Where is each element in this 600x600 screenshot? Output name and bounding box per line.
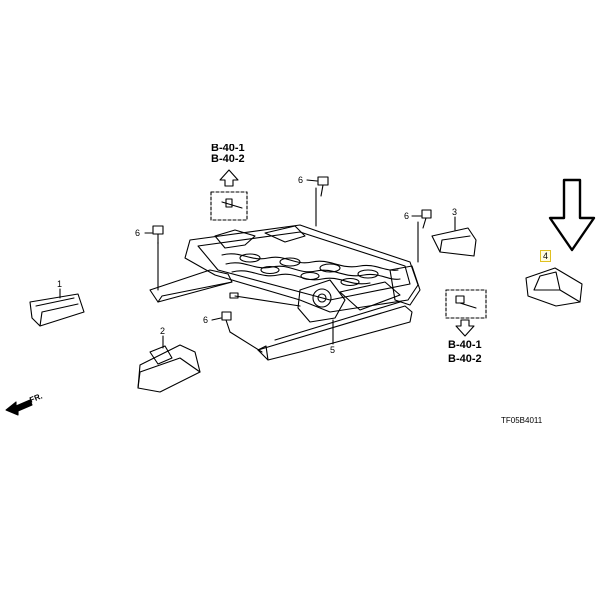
bolt-6b xyxy=(306,176,329,197)
part-2-rail-cover xyxy=(137,344,201,393)
reference-bottom-2: B-40-2 xyxy=(448,353,482,365)
part-4-rail-cover xyxy=(525,267,583,307)
front-direction-arrow xyxy=(5,399,33,416)
part-number-5: 5 xyxy=(330,345,336,355)
part-number-6-left: 6 xyxy=(135,228,141,238)
part-number-2: 2 xyxy=(160,326,166,336)
diagram-code: TF05B4011 xyxy=(501,416,543,425)
part-number-1: 1 xyxy=(57,279,63,289)
highlight-down-arrow xyxy=(548,178,596,252)
reference-top-partial: B-40-1 xyxy=(211,144,245,152)
part-number-6-top: 6 xyxy=(298,175,304,185)
bolt-6c xyxy=(411,209,432,229)
part-1-rail-cover xyxy=(29,293,85,327)
part-number-6-right: 6 xyxy=(404,211,410,221)
bottom-reference-box xyxy=(445,289,487,337)
reference-top: B-40-2 xyxy=(211,153,245,165)
part-3-rail-cover xyxy=(431,227,477,257)
seat-frame-assembly xyxy=(149,187,421,361)
bolt-6d xyxy=(211,311,263,353)
part-number-6-bottom: 6 xyxy=(203,315,209,325)
reference-bottom-1: B-40-1 xyxy=(448,339,482,351)
part-number-3: 3 xyxy=(452,207,458,217)
bolt-6a xyxy=(144,225,164,245)
part-number-4: 4 xyxy=(540,250,552,262)
top-reference-box xyxy=(210,169,248,221)
